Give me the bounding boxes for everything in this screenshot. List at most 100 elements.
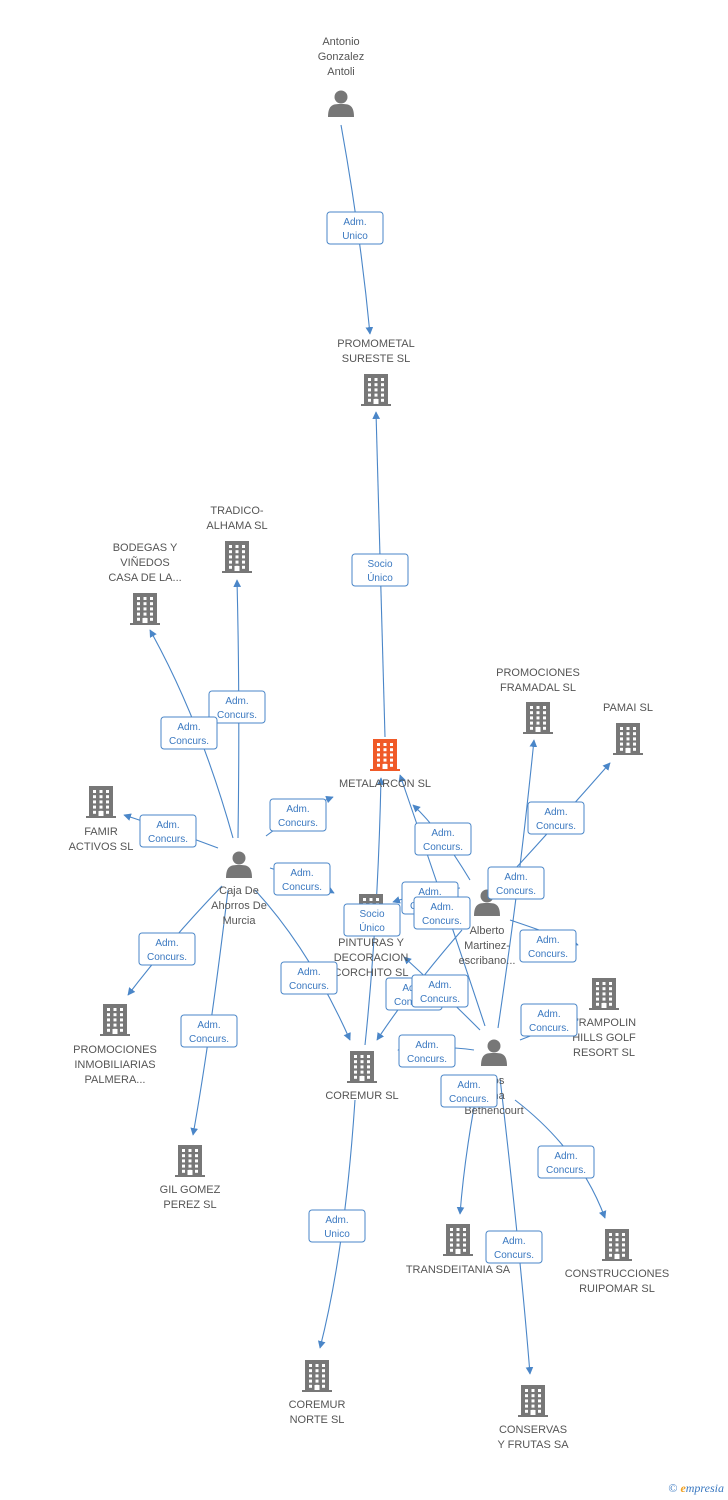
building-window — [633, 742, 636, 746]
node-label: Antonio — [322, 36, 359, 48]
edge-label-alberto-to-pamai[interactable]: Adm.Concurs. — [527, 801, 585, 835]
building-window — [381, 388, 384, 392]
building-window — [188, 1164, 192, 1168]
building-window — [150, 617, 153, 621]
building-window — [530, 721, 533, 725]
footer-brand: © empresia — [668, 1481, 724, 1496]
building-window — [633, 737, 636, 741]
edge-label-text: Concurs. — [449, 1094, 489, 1105]
edge-label-text: Adm. — [537, 1009, 560, 1020]
building-window — [543, 711, 546, 715]
edge-label-text: Adm. — [197, 1020, 220, 1031]
edge-label-text: Concurs. — [529, 1023, 569, 1034]
edge-label-carlos-to-coremur[interactable]: Adm.Concurs. — [398, 1034, 456, 1068]
node-transdeitania[interactable]: TRANSDEITANIA SA — [406, 1224, 511, 1276]
edge-label-alberto-to-metalarcon[interactable]: Adm.Concurs. — [414, 822, 472, 856]
building-window — [235, 545, 239, 548]
node-label: Y FRUTAS SA — [497, 1439, 569, 1451]
brand-logo-initial: e — [680, 1481, 686, 1495]
building-window — [626, 742, 630, 746]
building-window — [374, 378, 378, 381]
building-door — [187, 1170, 193, 1175]
building-window — [143, 597, 147, 600]
edge-label-caja-to-famir[interactable]: Adm.Concurs. — [139, 814, 197, 848]
building-window — [195, 1164, 198, 1168]
building-icon — [443, 1224, 473, 1256]
edge-label-carlos-to-construcciones[interactable]: Adm.Concurs. — [537, 1145, 595, 1179]
building-window — [99, 805, 103, 809]
edge-label-antonio-to-promometal[interactable]: Adm.Unico — [326, 211, 384, 245]
building-window — [531, 1404, 535, 1408]
building-window — [315, 1374, 319, 1378]
building-window — [106, 805, 109, 809]
building-window — [374, 388, 378, 392]
node-label: TRADICO- — [210, 505, 264, 517]
edge-label-carlos-to-framadal[interactable]: Adm.Concurs. — [487, 866, 545, 900]
building-window — [602, 987, 606, 991]
building-icon — [361, 374, 391, 406]
node-label: RESORT SL — [573, 1047, 635, 1059]
edge-label-caja-to-promopalmera[interactable]: Adm.Concurs. — [138, 932, 196, 966]
edge-label-text: Concurs. — [528, 949, 568, 960]
edge-label-caja-to-pinturas[interactable]: Adm.Concurs. — [273, 862, 331, 896]
edge-label-coremur-to-coremurnorte[interactable]: Adm.Unico — [308, 1209, 366, 1243]
building-window — [309, 1379, 312, 1383]
building-window — [137, 597, 140, 600]
edge-label-carlos-to-transdeitania[interactable]: Adm.Concurs. — [440, 1074, 498, 1108]
node-promopalmera[interactable]: PROMOCIONESINMOBILIARIASPALMERA... — [73, 1004, 157, 1086]
building-door — [455, 1249, 461, 1254]
edge-label-carlos-to-trampolin[interactable]: Adm. Concurs. — [520, 1003, 578, 1037]
building-window — [188, 1159, 192, 1163]
building-window — [530, 716, 533, 720]
building-window — [368, 398, 371, 402]
building-window — [530, 726, 533, 730]
building-door — [382, 764, 388, 769]
building-window — [450, 1248, 453, 1252]
building-base — [100, 1034, 130, 1036]
edge-label-caja-to-bodegas[interactable]: Adm.Concurs. — [160, 716, 218, 750]
edge-label-box — [308, 1209, 366, 1243]
edge-label-text: Concurs. — [536, 821, 576, 832]
building-window — [368, 378, 371, 381]
node-pamai[interactable]: PAMAI SL — [603, 702, 653, 755]
edge-label-caja-to-tradico[interactable]: Adm.Concurs. — [208, 690, 266, 724]
building-window — [390, 753, 393, 757]
building-window — [182, 1164, 185, 1168]
building-window — [390, 748, 393, 752]
building-window — [137, 617, 140, 621]
edge-label-alberto-to-trampolin[interactable]: Adm.Concurs. — [519, 929, 577, 963]
edge-label-carlos-to-metalarcon[interactable]: Adm.Concurs. — [413, 896, 471, 930]
building-window — [615, 1233, 619, 1236]
edge-label-caja-to-coremur[interactable]: Adm.Concurs. — [280, 961, 338, 995]
node-coremur[interactable]: COREMUR SL — [325, 1051, 399, 1102]
edge-labels-layer: Adm.UnicoSocioÚnicoAdm.Concurs.Adm.Concu… — [138, 211, 595, 1264]
edge-label-text: Concurs. — [217, 710, 257, 721]
building-window — [93, 800, 96, 804]
edge-label-box — [326, 211, 384, 245]
edge-label-carlos-to-conservas[interactable]: Adm.Concurs. — [485, 1230, 543, 1264]
building-window — [456, 1228, 460, 1231]
edge-label-text: Concurs. — [423, 842, 463, 853]
building-window — [113, 1008, 117, 1011]
building-window — [309, 1364, 312, 1367]
node-metalarcon[interactable]: METALARCON SL — [339, 739, 431, 790]
edge-label-carlos-to-pinturas[interactable]: Adm.Concurs. — [411, 974, 469, 1008]
building-window — [456, 1233, 460, 1237]
node-tradico[interactable]: TRADICO-ALHAMA SL — [206, 505, 268, 573]
edge-label-caja-to-metalarcon[interactable]: Adm.Concurs. — [269, 798, 327, 832]
edge-label-caja-to-gilgomez[interactable]: Adm.Concurs. — [180, 1014, 238, 1048]
